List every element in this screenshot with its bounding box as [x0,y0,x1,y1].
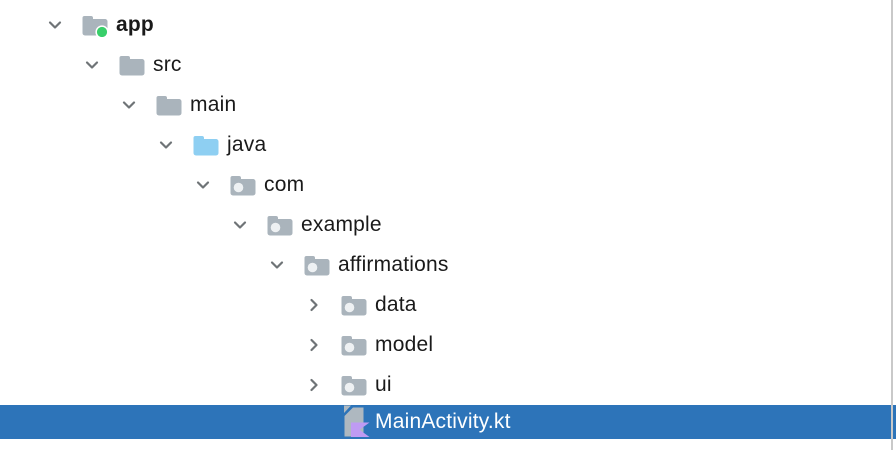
tree-item-label: app [116,13,154,36]
tree-row-mainactivity-kt[interactable]: MainActivity.kt [0,405,896,439]
chevron-right-icon[interactable] [304,375,324,395]
java-sources-folder-icon [192,128,222,162]
app-module-folder-icon [81,8,111,42]
chevron-right-icon[interactable] [304,335,324,355]
tree-item-label: main [190,93,237,116]
tree-row-model[interactable]: model [0,325,896,365]
tree-row-main[interactable]: main [0,85,896,125]
folder-icon [155,88,185,122]
tree-item-label: java [227,133,267,156]
tree-row-data[interactable]: data [0,285,896,325]
kotlin-file-icon [340,405,370,439]
package-folder-icon [340,288,370,322]
chevron-spacer [304,412,324,432]
tree-item-label: model [375,333,434,356]
chevron-down-icon[interactable] [45,15,65,35]
tree-item-label: ui [375,373,392,396]
chevron-down-icon[interactable] [267,255,287,275]
chevron-down-icon[interactable] [156,135,176,155]
package-folder-icon [266,208,296,242]
tree-row-src[interactable]: src [0,45,896,85]
package-folder-icon [229,168,259,202]
tree-item-label: affirmations [338,253,449,276]
chevron-down-icon[interactable] [82,55,102,75]
package-folder-icon [303,248,333,282]
tree-item-label: example [301,213,382,236]
tree-row-affirmations[interactable]: affirmations [0,245,896,285]
chevron-down-icon[interactable] [119,95,139,115]
tree-item-label: com [264,173,305,196]
tree-row-app[interactable]: app [0,5,896,45]
tree-item-label: data [375,293,417,316]
tree-item-label: src [153,53,182,76]
tree-row-java[interactable]: java [0,125,896,165]
folder-icon [118,48,148,82]
chevron-down-icon[interactable] [230,215,250,235]
tree-item-label: MainActivity.kt [375,410,511,433]
tree-row-example[interactable]: example [0,205,896,245]
tree-row-ui[interactable]: ui [0,365,896,405]
package-folder-icon [340,328,370,362]
panel-right-border [891,0,893,450]
package-folder-icon [340,368,370,402]
tree-row-com[interactable]: com [0,165,896,205]
chevron-right-icon[interactable] [304,295,324,315]
chevron-down-icon[interactable] [193,175,213,195]
